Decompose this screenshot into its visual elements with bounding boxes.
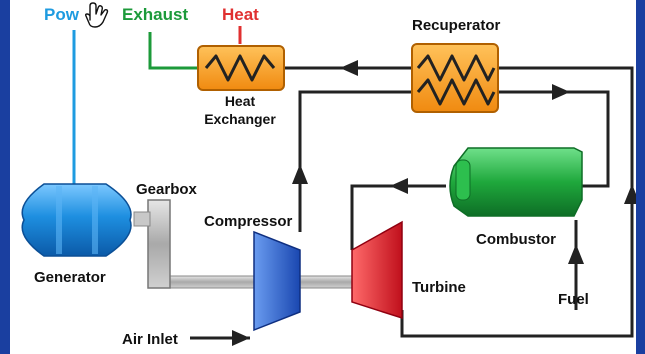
hand-pointer-icon — [84, 2, 109, 28]
combustor-label: Combustor — [476, 231, 556, 248]
diagram-canvas: Pow Exhaust Heat Recuperator Heat Exchan… — [10, 0, 636, 354]
arrow-up-fuel — [568, 244, 584, 264]
gearbox-label: Gearbox — [136, 181, 198, 198]
arrow-up-exhaust — [624, 184, 636, 204]
heat-exchanger-coil — [204, 54, 276, 82]
arrow-right-recuperator — [552, 84, 570, 100]
recuperator-label: Recuperator — [412, 17, 501, 34]
pipe-turbine-exhaust — [400, 66, 634, 338]
heat-exchanger — [197, 45, 285, 91]
turbine — [351, 220, 403, 320]
turbine-label: Turbine — [412, 279, 466, 296]
pipe-combustor-to-turbine — [350, 184, 446, 250]
pipe-exhaust — [148, 32, 198, 70]
arrow-up-compressor — [292, 164, 308, 184]
compressor — [253, 230, 301, 332]
fuel-label: Fuel — [558, 291, 589, 308]
power-label: Pow — [44, 5, 80, 24]
heat-label: Heat — [222, 5, 259, 24]
compressor-label: Compressor — [204, 213, 293, 230]
exhaust-label: Exhaust — [122, 5, 188, 24]
recuperator-coil-hot — [416, 54, 496, 82]
recuperator — [411, 43, 499, 113]
pipe-compressor-to-recuperator — [298, 90, 412, 232]
arrow-left-combustor — [390, 178, 408, 194]
arrow-right-air-inlet — [232, 330, 250, 346]
arrow-left-top — [340, 60, 358, 76]
recuperator-coil-cold — [416, 78, 496, 106]
air-inlet-label: Air Inlet — [122, 331, 178, 348]
generator — [21, 183, 132, 257]
generator-label: Generator — [34, 269, 106, 286]
gearbox — [133, 199, 171, 289]
flow-arrows — [232, 60, 636, 346]
combustor — [449, 147, 583, 217]
heat-exchanger-label-line1: Heat — [225, 93, 256, 109]
heat-exchanger-label-line2: Exchanger — [204, 111, 276, 127]
